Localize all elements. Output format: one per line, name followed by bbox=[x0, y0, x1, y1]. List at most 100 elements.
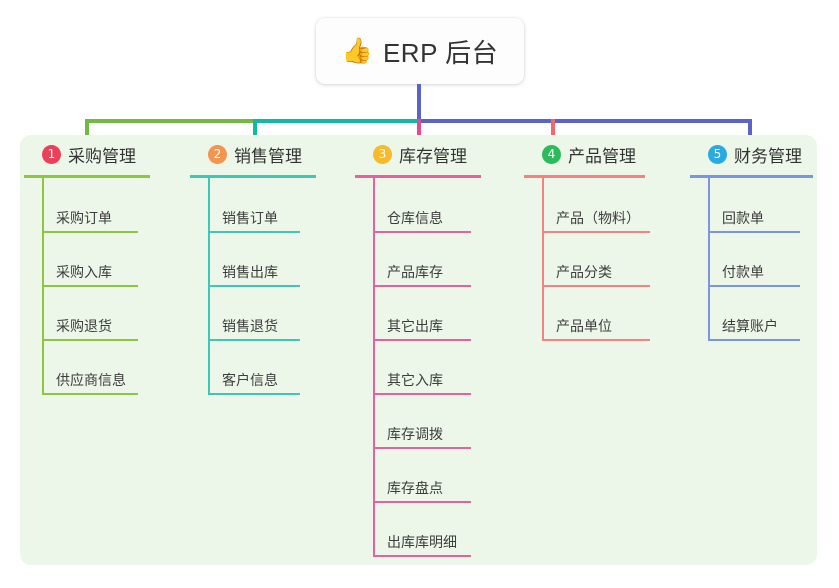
branch-header-rule bbox=[190, 175, 316, 178]
branch-spine bbox=[708, 175, 710, 341]
leaf-item-label: 销售出库 bbox=[222, 264, 278, 280]
branch-number-badge: 4 bbox=[542, 144, 561, 164]
leaf-item[interactable]: 客户信息 bbox=[208, 365, 300, 395]
leaf-item-rule bbox=[208, 393, 300, 395]
leaf-item-label: 采购退货 bbox=[56, 318, 112, 334]
branch-title: 产品管理 bbox=[568, 146, 636, 166]
branch-column-inventory: 3 库存管理仓库信息产品库存其它出库其它入库库存调拨库存盘点出库库明细 bbox=[355, 135, 481, 557]
leaf-item-label: 出库库明细 bbox=[387, 534, 457, 550]
drop-finance bbox=[748, 119, 752, 148]
branch-header-purchase[interactable]: 1 采购管理 bbox=[24, 135, 136, 173]
branch-header-rule bbox=[690, 175, 813, 178]
leaf-item-rule bbox=[373, 285, 471, 287]
branch-title: 财务管理 bbox=[734, 146, 802, 166]
branch-number-badge: 1 bbox=[42, 144, 61, 164]
leaf-item-label: 采购订单 bbox=[56, 210, 112, 226]
leaf-item[interactable]: 仓库信息 bbox=[373, 203, 471, 233]
leaf-item[interactable]: 库存盘点 bbox=[373, 473, 471, 503]
leaf-item-label: 采购入库 bbox=[56, 264, 112, 280]
segment-teal bbox=[253, 119, 419, 123]
leaf-item-rule bbox=[373, 231, 471, 233]
branch-number-badge: 3 bbox=[373, 144, 392, 164]
leaf-item-rule bbox=[42, 231, 138, 233]
drop-sales bbox=[253, 119, 257, 148]
leaf-item-rule bbox=[373, 447, 471, 449]
leaf-item-label: 库存盘点 bbox=[387, 480, 443, 496]
leaf-item[interactable]: 销售订单 bbox=[208, 203, 300, 233]
leaf-item-rule bbox=[542, 339, 650, 341]
leaf-item[interactable]: 其它入库 bbox=[373, 365, 471, 395]
leaf-item-label: 销售订单 bbox=[222, 210, 278, 226]
branch-number-badge: 2 bbox=[208, 144, 227, 164]
leaf-item[interactable]: 销售退货 bbox=[208, 311, 300, 341]
segment-green bbox=[85, 119, 255, 123]
root-title: ERP 后台 bbox=[382, 37, 499, 68]
branch-panel: 1 采购管理采购订单采购入库采购退货供应商信息 2 销售管理销售订单销售出库销售退货客… bbox=[20, 135, 817, 565]
leaf-item-rule bbox=[208, 339, 300, 341]
branch-column-purchase: 1 采购管理采购订单采购入库采购退货供应商信息 bbox=[24, 135, 150, 395]
thumbs-up-icon: 👍 bbox=[341, 36, 373, 65]
branch-header-rule bbox=[524, 175, 645, 178]
leaf-item-rule bbox=[208, 285, 300, 287]
leaf-item[interactable]: 回款单 bbox=[708, 203, 800, 233]
leaf-item-label: 产品单位 bbox=[556, 318, 612, 334]
leaf-item-rule bbox=[542, 231, 650, 233]
leaf-item[interactable]: 销售出库 bbox=[208, 257, 300, 287]
leaf-item-rule bbox=[373, 555, 471, 557]
drop-product bbox=[551, 119, 555, 148]
leaf-item-label: 产品库存 bbox=[387, 264, 443, 280]
leaf-item-label: 回款单 bbox=[722, 210, 764, 226]
leaf-item-rule bbox=[373, 501, 471, 503]
leaf-item-rule bbox=[208, 231, 300, 233]
leaf-item-rule bbox=[373, 339, 471, 341]
leaf-item[interactable]: 付款单 bbox=[708, 257, 800, 287]
leaf-item-label: 库存调拨 bbox=[387, 426, 443, 442]
leaf-item-label: 其它出库 bbox=[387, 318, 443, 334]
leaf-item-label: 销售退货 bbox=[222, 318, 278, 334]
leaf-item-label: 结算账户 bbox=[722, 318, 778, 334]
leaf-item-rule bbox=[42, 285, 138, 287]
leaf-item[interactable]: 产品库存 bbox=[373, 257, 471, 287]
branch-header-rule bbox=[355, 175, 481, 178]
branch-column-sales: 2 销售管理销售订单销售出库销售退货客户信息 bbox=[190, 135, 316, 395]
leaf-item[interactable]: 结算账户 bbox=[708, 311, 800, 341]
leaf-item-label: 付款单 bbox=[722, 264, 764, 280]
root-node[interactable]: 👍 ERP 后台 bbox=[316, 18, 524, 84]
branch-header-sales[interactable]: 2 销售管理 bbox=[190, 135, 302, 173]
branch-title: 销售管理 bbox=[234, 146, 302, 166]
leaf-item-rule bbox=[708, 339, 800, 341]
leaf-item[interactable]: 库存调拨 bbox=[373, 419, 471, 449]
leaf-item-label: 仓库信息 bbox=[387, 210, 443, 226]
leaf-item[interactable]: 产品（物料） bbox=[542, 203, 650, 233]
branch-header-inventory[interactable]: 3 库存管理 bbox=[355, 135, 467, 173]
leaf-item-rule bbox=[708, 285, 800, 287]
leaf-item[interactable]: 采购退货 bbox=[42, 311, 138, 341]
leaf-item-label: 产品分类 bbox=[556, 264, 612, 280]
segment-blue bbox=[417, 119, 750, 123]
branch-title: 库存管理 bbox=[399, 146, 467, 166]
root-trunk bbox=[417, 84, 421, 122]
leaf-item[interactable]: 产品分类 bbox=[542, 257, 650, 287]
leaf-item[interactable]: 采购订单 bbox=[42, 203, 138, 233]
leaf-item-rule bbox=[42, 339, 138, 341]
drop-purchase bbox=[85, 119, 89, 148]
leaf-item-label: 其它入库 bbox=[387, 372, 443, 388]
leaf-item-rule bbox=[373, 393, 471, 395]
drop-inventory bbox=[417, 119, 421, 148]
leaf-item[interactable]: 产品单位 bbox=[542, 311, 650, 341]
branch-header-product[interactable]: 4 产品管理 bbox=[524, 135, 636, 173]
leaf-item-rule bbox=[42, 393, 138, 395]
branch-title: 采购管理 bbox=[68, 146, 136, 166]
leaf-item[interactable]: 其它出库 bbox=[373, 311, 471, 341]
leaf-item[interactable]: 出库库明细 bbox=[373, 527, 471, 557]
leaf-item-rule bbox=[542, 285, 650, 287]
leaf-item[interactable]: 采购入库 bbox=[42, 257, 138, 287]
leaf-item[interactable]: 供应商信息 bbox=[42, 365, 138, 395]
branch-spine bbox=[542, 175, 544, 341]
leaf-item-label: 供应商信息 bbox=[56, 372, 126, 388]
branch-header-rule bbox=[24, 175, 150, 178]
branch-column-product: 4 产品管理产品（物料） 产品分类产品单位 bbox=[524, 135, 650, 341]
